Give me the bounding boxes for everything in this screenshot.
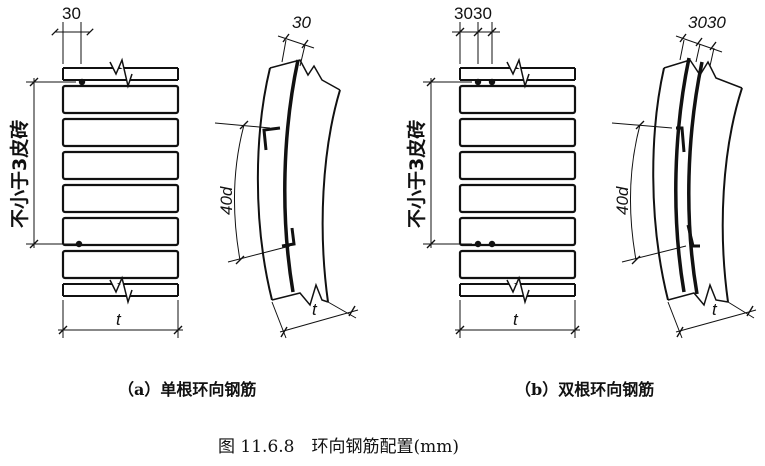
width-dimension: t: [116, 310, 122, 329]
rebar-curved: [687, 61, 704, 295]
rebar-hook: [262, 126, 281, 151]
rebar-curved: [283, 59, 300, 293]
courses-label: 不小于3皮砖: [8, 120, 31, 228]
panel-a-curved-wall: 30 40d t: [214, 13, 359, 339]
rebar-dot: [488, 78, 496, 86]
panel-b-curved-wall: 3030 40d t: [611, 13, 757, 339]
rebar-dot: [488, 240, 496, 248]
rebar-dot: [75, 240, 83, 248]
curved-spacing-dimension: 30: [292, 13, 311, 32]
figure-title: 图 11.6.8 环向钢筋配置(mm): [218, 437, 459, 457]
spacing-dimension: 30: [62, 4, 81, 23]
anchor-length-dimension: 40d: [613, 186, 632, 215]
panel-b-caption: （b）双根环向钢筋: [515, 380, 654, 399]
rebar-hook: [676, 126, 686, 153]
brick-courses: [458, 84, 577, 280]
panel-a-straight-wall: 30 不小于3皮砖 t: [8, 4, 183, 338]
curved-width-dimension: t: [712, 300, 718, 319]
rebar-curved: [674, 57, 691, 293]
rebar-dot: [474, 240, 482, 248]
panel-b-straight-wall: 30 30 不小于3皮砖 t: [405, 4, 580, 338]
curved-width-dimension: t: [312, 300, 318, 319]
courses-label: 不小于3皮砖: [405, 120, 428, 228]
panel-a-caption: （a）单根环向钢筋: [118, 380, 256, 399]
rebar-dot: [78, 78, 86, 86]
spacing-dimension: 30: [454, 4, 473, 23]
rebar-hook: [686, 224, 700, 248]
anchor-length-dimension: 40d: [217, 186, 236, 215]
curved-spacing-dimension: 3030: [688, 13, 726, 32]
width-dimension: t: [513, 310, 519, 329]
rebar-hook: [281, 227, 296, 248]
rebar-dot: [474, 78, 482, 86]
brick-courses: [61, 84, 180, 280]
spacing-dimension: 30: [473, 4, 492, 23]
